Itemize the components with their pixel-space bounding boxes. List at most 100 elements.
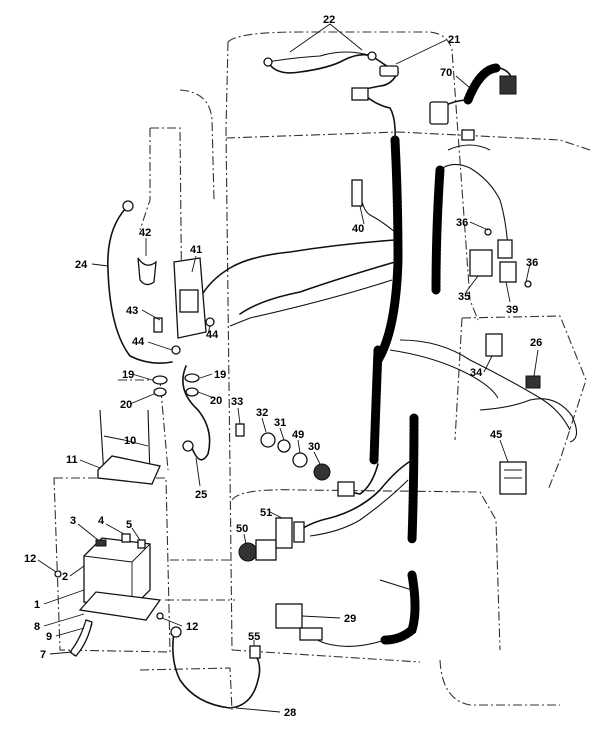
leader-44b <box>147 341 173 351</box>
loom-70 <box>463 63 501 105</box>
lower-frame <box>231 489 560 706</box>
bolt-12a <box>54 570 62 578</box>
upper-left-frame <box>150 89 215 331</box>
leader-44a <box>207 325 211 335</box>
leader-lines <box>37 23 539 713</box>
nut-20b <box>185 387 199 397</box>
callout-44a: 44 <box>206 329 219 341</box>
leader-2 <box>69 565 85 577</box>
wire-to-41 <box>199 239 396 299</box>
callout-36a: 36 <box>456 217 468 229</box>
parts <box>54 51 541 659</box>
callout-26: 26 <box>530 337 542 349</box>
leader-45 <box>499 439 509 463</box>
callout-33: 33 <box>231 396 243 408</box>
leader-30 <box>313 451 321 465</box>
wire-40 <box>359 189 396 233</box>
battery-tray-8 <box>78 591 162 621</box>
leader-50 <box>243 533 247 545</box>
callout-45: 45 <box>490 429 502 441</box>
callout-41: 41 <box>190 244 202 256</box>
connector-70-right <box>499 75 517 95</box>
callout-4: 4 <box>98 515 105 527</box>
leader-36a <box>469 221 489 231</box>
leader-8 <box>43 613 85 627</box>
connector-29 <box>299 627 323 641</box>
nut-20a <box>153 387 167 397</box>
terminal-28 <box>170 626 182 638</box>
battery-1 <box>83 537 151 609</box>
leader-41 <box>191 255 197 273</box>
vent-tube-7 <box>69 619 93 657</box>
callout-31: 31 <box>274 417 286 429</box>
bolt-43 <box>153 317 163 333</box>
connector-21 <box>379 65 399 77</box>
nut-32 <box>260 432 276 448</box>
callout-1: 1 <box>34 599 40 611</box>
wire-26 <box>479 398 578 443</box>
leader-12a <box>37 559 57 573</box>
hood-outline <box>227 31 479 321</box>
lower-right-loom <box>407 413 419 545</box>
bottom-frame <box>139 559 235 711</box>
leader-51 <box>269 511 283 519</box>
leader-4 <box>105 523 125 535</box>
callout-3: 3 <box>70 515 76 527</box>
washer-19b <box>184 373 200 383</box>
connector-70-left <box>429 101 449 125</box>
connector-51 <box>293 521 305 543</box>
leader-12b <box>161 617 183 627</box>
bottom-loom <box>380 570 420 645</box>
washer-31 <box>277 439 291 453</box>
terminal-22-right <box>367 51 377 61</box>
dash-line <box>225 131 591 151</box>
leader-24 <box>91 263 109 267</box>
leader-36b <box>525 263 531 283</box>
callout-12b: 12 <box>186 621 198 633</box>
callout-36b: 36 <box>526 257 538 269</box>
leader-3 <box>77 523 99 541</box>
leader-9 <box>55 627 85 637</box>
callout-9: 9 <box>46 631 52 643</box>
nut-44b <box>171 345 181 355</box>
connector-top <box>351 87 369 101</box>
lamp-50 <box>238 542 258 562</box>
bolt-55 <box>249 645 261 659</box>
screw-36 <box>484 228 492 236</box>
callout-30: 30 <box>308 441 320 453</box>
left-fender <box>118 128 169 471</box>
switch-39 <box>499 261 517 283</box>
switch-34 <box>485 333 503 357</box>
callout-8: 8 <box>34 621 40 633</box>
wire-22 <box>267 53 399 74</box>
leader-21 <box>395 39 447 65</box>
wire-right-panel <box>389 339 571 431</box>
callout-19a: 19 <box>122 369 134 381</box>
leader-49 <box>297 439 301 454</box>
terminal-4 <box>121 533 131 543</box>
callout-35: 35 <box>458 291 470 303</box>
leader-29 <box>301 615 341 619</box>
leader-43 <box>141 309 161 321</box>
callout-40: 40 <box>352 223 364 235</box>
callout-51: 51 <box>260 507 272 519</box>
callout-10: 10 <box>124 435 136 447</box>
terminal-24 <box>122 200 134 212</box>
callout-11: 11 <box>66 454 78 466</box>
screw-36b <box>524 280 532 288</box>
callout-55: 55 <box>248 631 260 643</box>
leader-40 <box>359 205 365 225</box>
right-panel <box>454 315 587 491</box>
leader-22 <box>289 23 363 53</box>
fuse-26 <box>525 375 541 389</box>
leader-32 <box>261 417 267 433</box>
nut-44a <box>205 317 215 327</box>
wire-right-branch <box>439 144 509 249</box>
callout-39: 39 <box>506 304 518 316</box>
leader-1 <box>43 589 85 605</box>
callout-20a: 20 <box>120 399 132 411</box>
callout-24: 24 <box>75 259 88 271</box>
callout-20b: 20 <box>210 395 222 407</box>
callout-19b: 19 <box>214 369 226 381</box>
